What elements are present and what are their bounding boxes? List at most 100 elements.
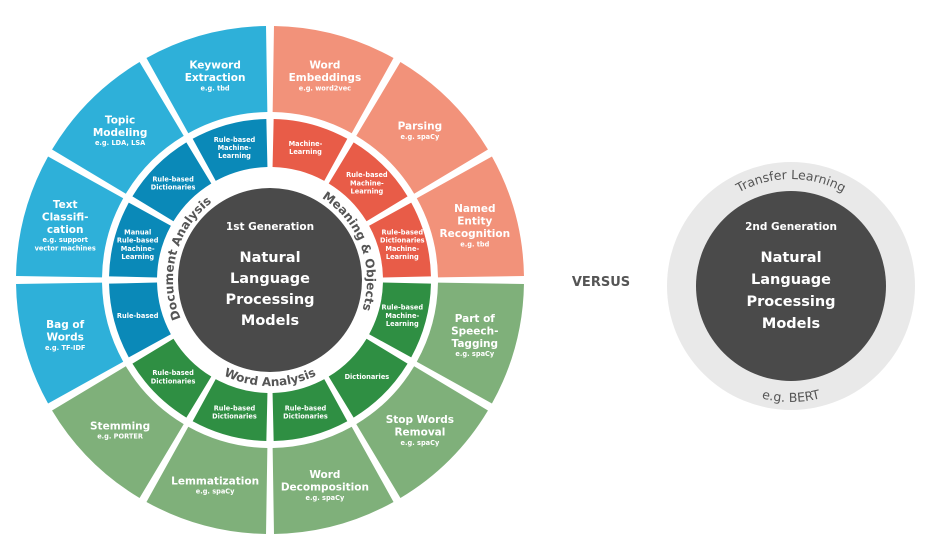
inner-ring: Machine-LearningRule-basedMachine-Learni… (109, 119, 431, 441)
outer-segment (416, 156, 524, 278)
inner-segment-label: Machine- (350, 179, 384, 187)
inner-segment-label: Rule-based (346, 171, 388, 179)
inner-segment (272, 379, 348, 441)
bert-example-label-text: e.g. BERT (761, 386, 822, 405)
outer-segment-example: e.g. PORTER (97, 433, 143, 441)
inner-segment-label: Learning (121, 253, 154, 261)
inner-segment (109, 282, 171, 358)
outer-segment (356, 366, 488, 498)
first-generation-title: Language (230, 271, 310, 287)
inner-segment-label: Dictionaries (151, 184, 196, 192)
inner-segment-label: Learning (351, 188, 384, 196)
inner-segment-label: Rule-based (382, 229, 424, 237)
inner-segment-label: Rule-based (152, 175, 194, 183)
outer-segment (146, 26, 268, 134)
second-generation-title: Processing (746, 294, 835, 310)
inner-segment-label: Rule-based (152, 369, 194, 377)
inner-segment (132, 142, 212, 222)
outer-segment-name: Lemmatization (171, 475, 259, 487)
inner-segment-label: Learning (289, 148, 322, 156)
inner-segment-label: Learning (386, 253, 419, 261)
outer-segment-example: e.g. word2vec (299, 84, 351, 92)
inner-segment-label: Rule-based (214, 136, 256, 144)
outer-segment-example: e.g. tbd (460, 240, 489, 248)
outer-segment-example: e.g. spaCy (196, 488, 235, 496)
outer-segment-name: Named (454, 203, 495, 215)
inner-segment-label: Rule-based (117, 312, 159, 320)
inner-segment (192, 379, 268, 441)
outer-segment-name: cation (47, 224, 84, 236)
inner-segment (272, 119, 348, 181)
inner-segment-label: Rule-based (382, 304, 424, 312)
outer-segment-name: Word (309, 60, 340, 72)
first-generation-center: 1st GenerationNaturalLanguageProcessingM… (178, 188, 362, 372)
outer-segment-example: e.g. spaCy (306, 494, 345, 502)
outer-segment-name: Decomposition (281, 482, 369, 494)
outer-segment-name: Removal (394, 427, 445, 439)
outer-segment-example: e.g. TF-IDF (45, 344, 85, 352)
second-generation-label: 2nd Generation (745, 221, 837, 233)
inner-segment (109, 202, 171, 278)
outer-segment-name: Stemming (90, 420, 150, 432)
outer-segment-name: Part of (455, 313, 496, 325)
first-generation-title: Natural (239, 250, 300, 266)
first-generation-title: Processing (225, 292, 314, 308)
inner-segment-label: Machine- (385, 245, 419, 253)
inner-segment-label: Machine- (121, 245, 155, 253)
outer-segment-name: Word (309, 469, 340, 481)
second-generation-title: Models (762, 316, 820, 332)
outer-segment-name: Words (47, 332, 84, 344)
outer-segment-example: e.g. tbd (201, 84, 230, 92)
bert-example-label: e.g. BERT (761, 386, 822, 405)
inner-segment-label: Machine- (385, 312, 419, 320)
inner-segment-label: Rule-based (214, 405, 256, 413)
outer-segment-name: Topic (105, 114, 135, 126)
first-generation-title: Models (241, 313, 299, 329)
outer-segment-name: Stop Words (386, 414, 454, 426)
outer-segment-name: Entity (457, 216, 492, 228)
inner-segment-label: Learning (386, 320, 419, 328)
second-generation-title: Language (751, 272, 831, 288)
outer-segment-name: Classifi- (42, 211, 89, 223)
outer-segment-name: Modeling (93, 127, 148, 139)
inner-segment-label: Dictionaries (212, 413, 257, 421)
outer-segment-name: Recognition (440, 228, 511, 240)
inner-segment (369, 282, 431, 358)
outer-segment-name: Text (53, 199, 78, 211)
outer-segment (16, 282, 124, 404)
inner-segment (328, 142, 408, 222)
inner-segment-label: Rule-based (117, 237, 159, 245)
versus-label: VERSUS (572, 275, 630, 290)
outer-segment-example: e.g. spaCy (401, 133, 440, 141)
outer-segment-example: e.g. support (42, 236, 88, 244)
outer-segment (146, 426, 268, 534)
outer-segment-name: Keyword (189, 60, 241, 72)
outer-segment-name: Bag of (46, 319, 84, 331)
outer-segment (52, 62, 184, 194)
inner-segment-label: Manual (124, 229, 151, 237)
outer-segment-name: Parsing (398, 121, 443, 133)
inner-segment-label: Rule-based (285, 405, 327, 413)
inner-segment (192, 119, 268, 181)
outer-segment-name: Tagging (452, 338, 499, 350)
outer-segment-name: Embeddings (289, 72, 362, 84)
inner-segment-label: Machine- (218, 144, 252, 152)
first-generation-disc (178, 188, 362, 372)
outer-segment-example: e.g. spaCy (455, 350, 494, 358)
inner-segment-label: Dictionaries (380, 237, 425, 245)
outer-segment-example: e.g. spaCy (401, 439, 440, 447)
inner-segment-label: Machine- (289, 140, 323, 148)
outer-segment (52, 366, 184, 498)
inner-segment (328, 338, 408, 418)
inner-segment-label: Learning (218, 152, 251, 160)
outer-segment-name: Speech- (451, 325, 498, 337)
outer-segment (16, 156, 124, 278)
second-generation-disc (696, 191, 886, 381)
first-generation-label: 1st Generation (226, 221, 314, 233)
second-generation-title: Natural (760, 250, 821, 266)
outer-segment-example: e.g. LDA, LSA (95, 139, 146, 147)
